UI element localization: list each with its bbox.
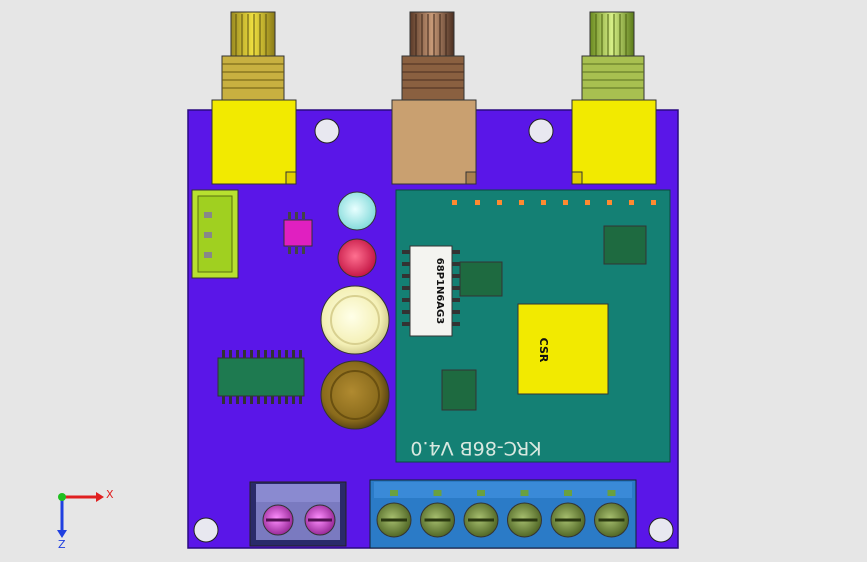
ic-pin [285, 396, 288, 404]
ic-pin [299, 396, 302, 404]
ic-pin [278, 396, 281, 404]
terminal-pin [390, 490, 398, 496]
ic-pin [222, 350, 225, 358]
ic-pin [292, 350, 295, 358]
ic-pin [250, 396, 253, 404]
axis-triad: X Z [57, 488, 114, 551]
axis-z-label: Z [58, 538, 66, 551]
ic-pin [222, 396, 225, 404]
rca-jack-left[interactable] [211, 11, 297, 185]
side-connector[interactable] [191, 189, 239, 279]
terminal-pin [433, 490, 442, 496]
rca-jack-right[interactable] [571, 11, 657, 185]
ic-pin [299, 350, 302, 358]
led-red [337, 238, 377, 278]
ic-pin [236, 350, 239, 358]
ic-pin [257, 350, 260, 358]
terminal-block-purple[interactable] [249, 481, 347, 547]
module-name-label: KRC-86B V4.0 [410, 437, 541, 459]
led-cyan [337, 191, 377, 231]
ic-pin [243, 396, 246, 404]
ic-pin [264, 350, 267, 358]
button-cream[interactable] [320, 285, 390, 355]
terminal-pin [477, 490, 485, 496]
ic-pin [271, 396, 274, 404]
small-ic [283, 212, 313, 254]
ic-pin [243, 350, 246, 358]
ic-pin [257, 396, 260, 404]
module-pads-top [452, 200, 656, 205]
rca-jack-middle[interactable] [391, 11, 477, 185]
ic-pin [271, 350, 274, 358]
axis-x-label: X [106, 488, 114, 501]
terminal-pin [607, 490, 616, 496]
soic-chip-left [217, 350, 305, 404]
ic-pin [285, 350, 288, 358]
mounting-holes [193, 118, 674, 543]
terminal-block-blue[interactable] [369, 479, 637, 549]
ic-pin [229, 396, 232, 404]
ic-pin [264, 396, 267, 404]
terminal-pin [520, 490, 529, 496]
chip-side-label: 68P1N6AG3 [434, 258, 445, 324]
chip-main-label: CSR [537, 338, 550, 363]
ic-pin [236, 396, 239, 404]
button-brown[interactable] [320, 360, 390, 430]
bluetooth-module: 68P1N6AG3 CSR KRC-86B V4.0 [395, 189, 671, 463]
ic-pin [292, 396, 295, 404]
ic-pin [278, 350, 281, 358]
ic-pin [229, 350, 232, 358]
terminal-pin [564, 490, 572, 496]
ic-pin [250, 350, 253, 358]
